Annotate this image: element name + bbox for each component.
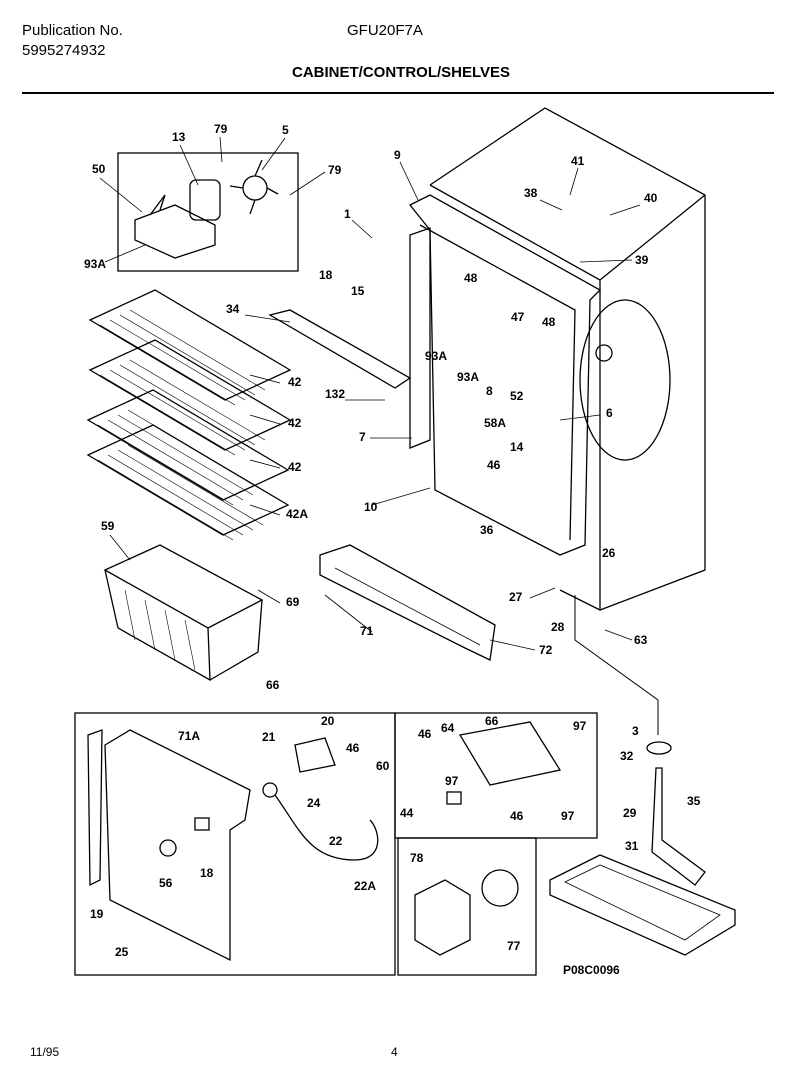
part-label: 24 <box>307 796 321 810</box>
part-label: 31 <box>625 839 639 853</box>
part-label: 71 <box>360 624 374 638</box>
part-label: 41 <box>571 154 585 168</box>
part-label: 56 <box>159 876 173 890</box>
part-label: 78 <box>410 851 424 865</box>
part-label: 42 <box>288 416 302 430</box>
part-label: 46 <box>510 809 524 823</box>
part-label: 58A <box>484 416 506 430</box>
control-panel-inset <box>74 712 396 976</box>
part-label: 97 <box>445 774 459 788</box>
part-label: 93A <box>84 257 106 271</box>
part-label: 64 <box>441 721 455 735</box>
part-label: 36 <box>480 523 494 537</box>
footer-page-number: 4 <box>391 1045 398 1059</box>
part-label: 63 <box>634 633 648 647</box>
part-label: 7 <box>359 430 366 444</box>
part-label: 32 <box>620 749 634 763</box>
part-label: 132 <box>325 387 345 401</box>
part-label: 28 <box>551 620 565 634</box>
part-label: 69 <box>286 595 300 609</box>
part-label: 26 <box>602 546 616 560</box>
part-label: 6 <box>606 406 613 420</box>
part-label: 44 <box>400 806 414 820</box>
part-label: 34 <box>226 302 240 316</box>
part-label: 60 <box>376 759 390 773</box>
part-label: 27 <box>509 590 523 604</box>
part-label: 1 <box>344 207 351 221</box>
diagram-code: P08C0096 <box>563 963 620 977</box>
part-label: 18 <box>319 268 333 282</box>
part-label: 46 <box>487 458 501 472</box>
part-label: 21 <box>262 730 276 744</box>
part-labels: 13 79 5 79 50 93A 9 41 38 40 39 1 18 15 … <box>84 122 701 977</box>
part-label: 3 <box>632 724 639 738</box>
part-label: 25 <box>115 945 129 959</box>
grille-parts <box>268 309 496 661</box>
part-label: 97 <box>561 809 575 823</box>
fan-motor-inset <box>117 152 299 272</box>
model-number: GFU20F7A <box>347 22 423 39</box>
part-label: 93A <box>457 370 479 384</box>
part-label: 79 <box>328 163 342 177</box>
part-label: 47 <box>511 310 525 324</box>
part-label: 19 <box>90 907 104 921</box>
header-rule <box>22 92 774 94</box>
part-label: 97 <box>573 719 587 733</box>
part-label: 42A <box>286 507 308 521</box>
freezer-cabinet <box>408 107 706 611</box>
part-label: 10 <box>364 500 378 514</box>
part-label: 79 <box>214 122 228 136</box>
part-label: 15 <box>351 284 365 298</box>
wire-shelves <box>86 289 292 541</box>
part-label: 42 <box>288 460 302 474</box>
part-label: 18 <box>200 866 214 880</box>
publication-label: Publication No. <box>22 22 123 39</box>
part-label: 72 <box>539 643 553 657</box>
part-label: 71A <box>178 729 200 743</box>
publication-number: 5995274932 <box>22 42 106 59</box>
part-label: 38 <box>524 186 538 200</box>
footer-date: 11/95 <box>30 1045 60 1059</box>
part-label: 40 <box>644 191 658 205</box>
part-label: 35 <box>687 794 701 808</box>
leader-lines <box>99 136 641 651</box>
part-label: 42 <box>288 375 302 389</box>
part-label: 46 <box>346 741 360 755</box>
part-label: 50 <box>92 162 106 176</box>
part-label: 77 <box>507 939 521 953</box>
section-title: CABINET/CONTROL/SHELVES <box>292 64 511 81</box>
part-label: 59 <box>101 519 115 533</box>
part-label: 93A <box>425 349 447 363</box>
part-label: 9 <box>394 148 401 162</box>
light-inset <box>397 837 537 976</box>
part-label: 5 <box>282 123 289 137</box>
part-label: 39 <box>635 253 649 267</box>
part-label: 66 <box>485 714 499 728</box>
part-label: 14 <box>510 440 524 454</box>
part-label: 20 <box>321 714 335 728</box>
part-label: 22 <box>329 834 343 848</box>
part-label: 46 <box>418 727 432 741</box>
part-label: 22A <box>354 879 376 893</box>
part-label: 29 <box>623 806 637 820</box>
part-label: 48 <box>542 315 556 329</box>
part-label: 13 <box>172 130 186 144</box>
freezer-basket <box>103 544 264 682</box>
part-label: 8 <box>486 384 493 398</box>
part-label: 52 <box>510 389 524 403</box>
part-label: 66 <box>266 678 280 692</box>
drain-assembly <box>549 595 736 956</box>
part-label: 48 <box>464 271 478 285</box>
